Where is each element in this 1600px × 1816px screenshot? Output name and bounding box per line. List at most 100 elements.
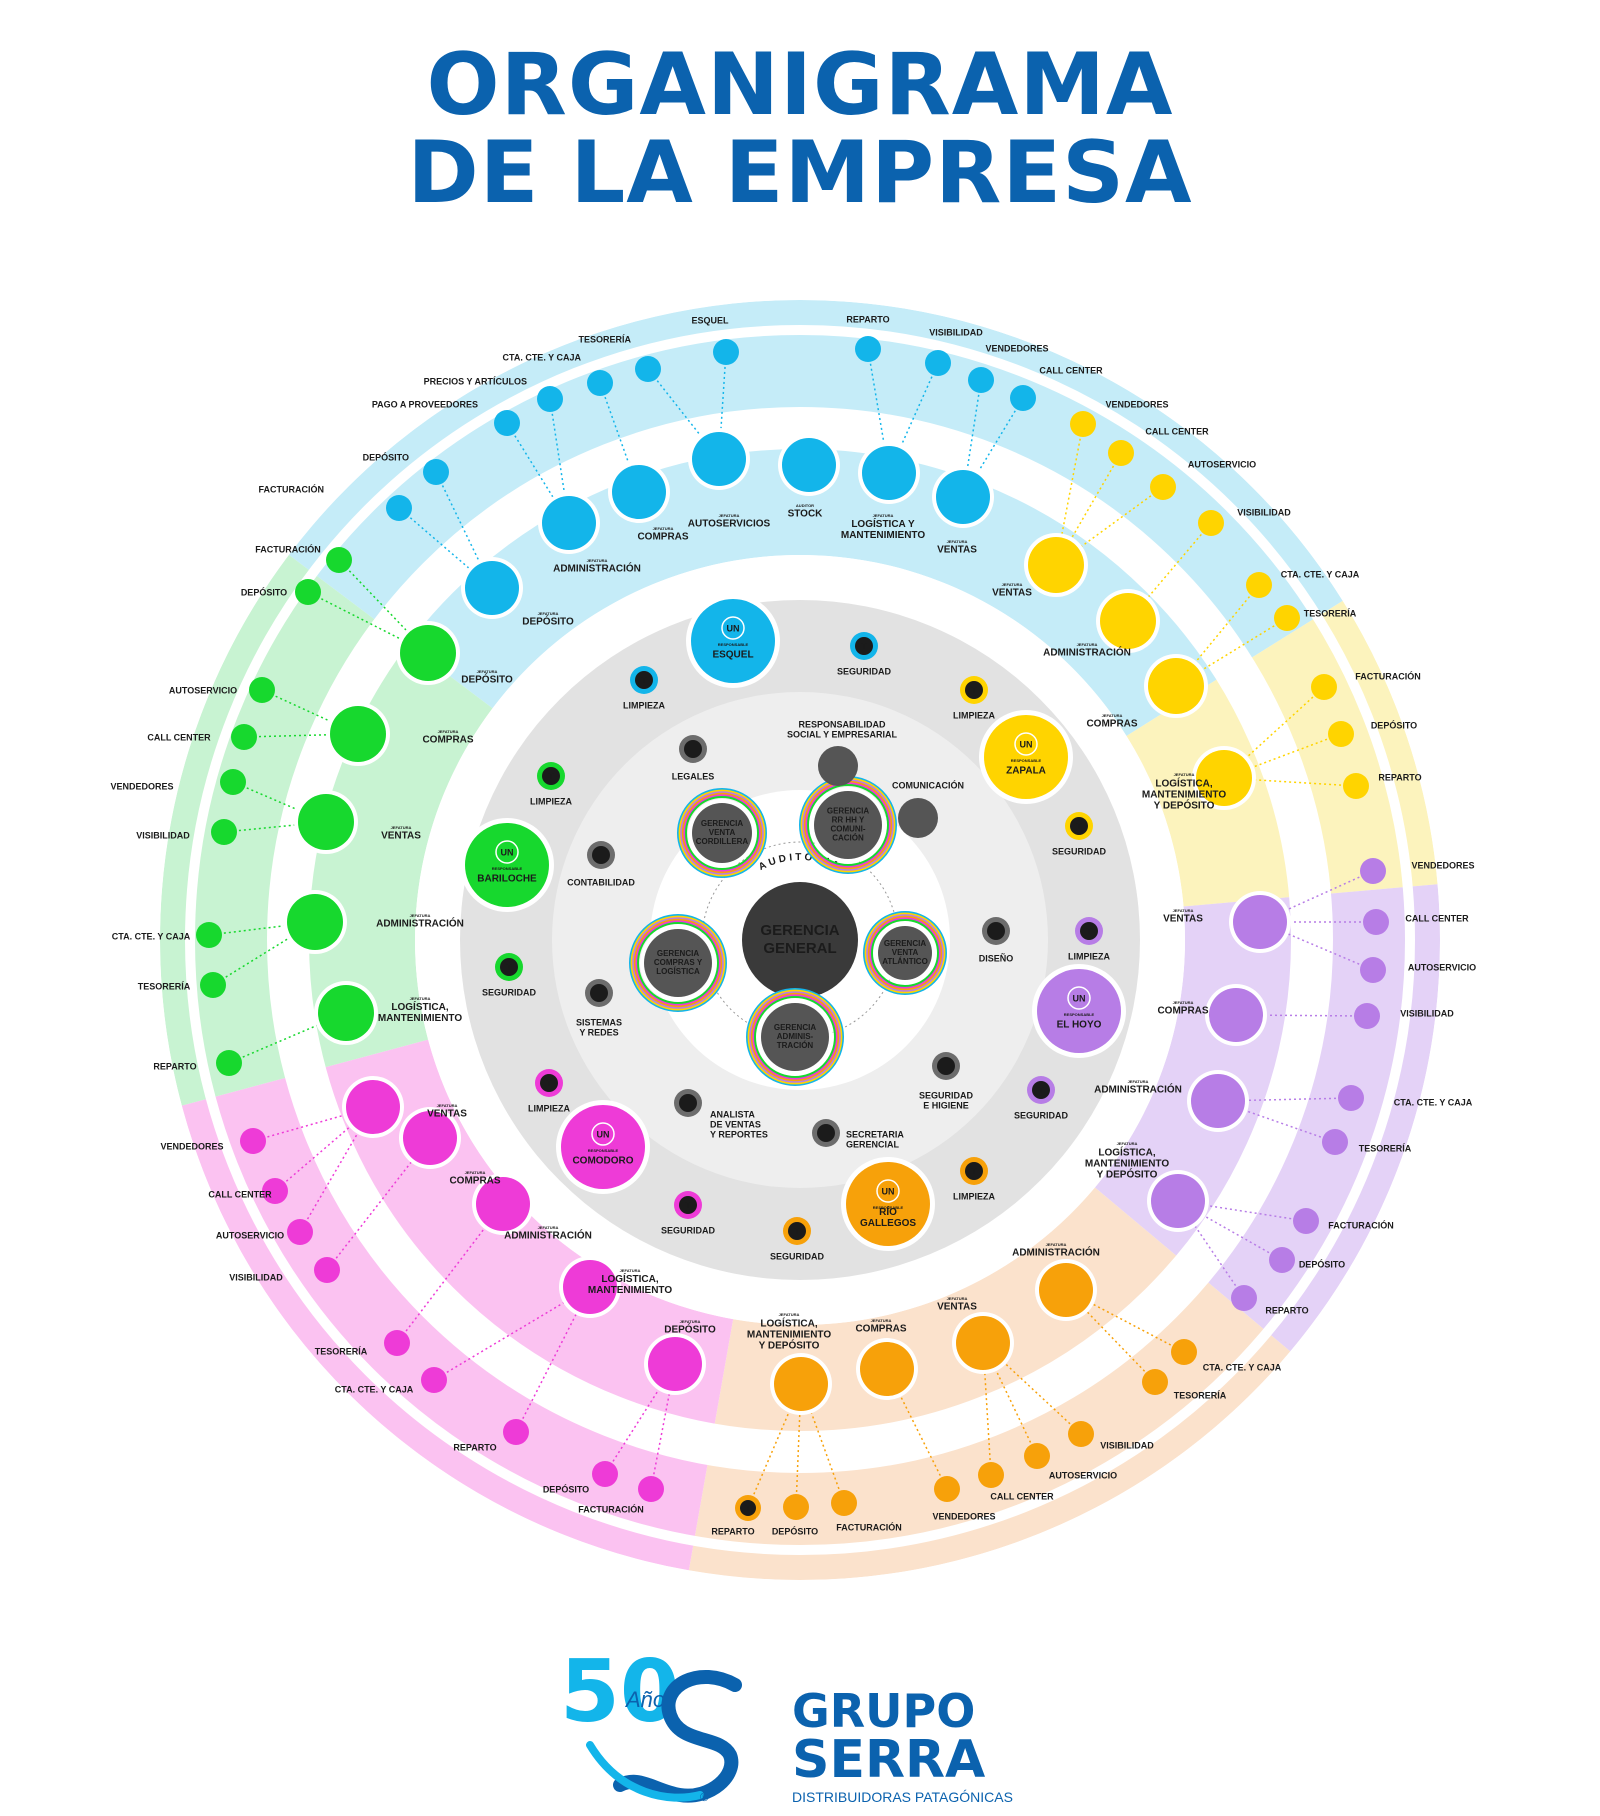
dept-orange-2-node — [956, 1316, 1010, 1370]
leaf-magenta-8-label: CALL CENTER — [208, 1189, 272, 1199]
dept-magenta-1-node — [648, 1337, 702, 1391]
unit-esquel-label: ESQUEL — [712, 650, 753, 661]
leaf-yellow-7-label: FACTURACIÓN — [1355, 670, 1421, 681]
unit-staff-elhoyo_seguridad-badge: T — [1039, 1086, 1044, 1095]
dept-magenta-1-pre: JEFATURA — [680, 1319, 701, 1324]
leaf-orange-2-label: TESORERÍA — [1174, 1390, 1227, 1400]
unit-comodoro-badge: UN — [597, 1129, 610, 1139]
leaf-blue-5-node — [587, 370, 613, 396]
manager-rrhh-ring-6 — [807, 784, 889, 866]
leaf-magenta-4-label: CTA. CTE. Y CAJA — [335, 1384, 414, 1394]
leaf-magenta-7-node — [287, 1219, 313, 1245]
dept-purple-1-pre: JEFATURA — [1173, 908, 1194, 913]
connector-blue — [867, 348, 890, 474]
logo-registered: ® — [700, 1790, 709, 1804]
leaf-green-9-label: FACTURACIÓN — [255, 543, 321, 554]
leaf-green-1-label: REPARTO — [153, 1061, 196, 1071]
staff-analista-label-line-3: Y REPORTES — [710, 1129, 768, 1139]
manager-admin-node — [761, 1003, 829, 1071]
ring-separator-inner — [267, 407, 1333, 1473]
dept-purple-4-label-line-3: Y DEPÓSITO — [1097, 1168, 1158, 1181]
connector-purple — [1259, 870, 1374, 923]
dept-blue-7-node — [936, 470, 990, 524]
dept-green-1-label-line-1: LOGÍSTICA, — [391, 1000, 448, 1013]
staff-secretaria-label-line-2: GERENCIAL — [846, 1139, 900, 1149]
connector-magenta — [274, 1106, 374, 1192]
manager-rrhh-label-line-3: COMUNI- — [830, 825, 865, 834]
dept-orange-4-label-line-1: LOGÍSTICA, — [760, 1317, 817, 1330]
leaf-magenta-4-node — [421, 1367, 447, 1393]
manager-cordillera-ring-1 — [677, 788, 767, 878]
leaf-yellow-6-node — [1274, 605, 1300, 631]
dept-magenta-2-pre: JEFATURA — [620, 1268, 641, 1273]
unit-elhoyo-label: EL HOYO — [1057, 1020, 1102, 1031]
leaf-orange-5-label: CALL CENTER — [990, 1491, 1054, 1501]
dept-blue-4-label: AUTOSERVICIOS — [688, 519, 771, 530]
unit-riogallegos-label-line-1: RÍO — [879, 1205, 897, 1218]
leaf-blue-9-label: VISIBILIDAD — [929, 327, 983, 337]
dept-orange-4-label-line-3: Y DEPÓSITO — [759, 1339, 820, 1352]
unit-esquel-role: RESPONSABLE — [718, 642, 749, 647]
manager-compras-ring-3 — [632, 917, 724, 1009]
dept-blue-1-label: DEPÓSITO — [522, 615, 574, 628]
unit-esquel-node — [691, 599, 775, 683]
leaf-yellow-4-node — [1198, 510, 1224, 536]
manager-cordillera-label-line-3: CORDILLERA — [696, 837, 749, 846]
manager-rrhh-label-line-2: RR HH Y — [832, 816, 865, 825]
dept-green-1-pre: JEFATURA — [410, 996, 431, 1001]
leaf-purple-9-label: REPARTO — [1265, 1305, 1308, 1315]
manager-compras-ring-1 — [629, 914, 727, 1012]
dept-blue-6-pre: JEFATURA — [873, 513, 894, 518]
dept-blue-1-pre: JEFATURA — [538, 611, 559, 616]
dept-blue-4-node — [692, 432, 746, 486]
dept-magenta-4-pre: JEFATURA — [465, 1170, 486, 1175]
leaf-green-7-node — [249, 677, 275, 703]
leaf-blue-6-label: TESORERÍA — [578, 334, 631, 344]
connector-yellow — [1223, 733, 1342, 779]
dept-green-1-node — [318, 985, 374, 1041]
dept-magenta-1-label: DEPÓSITO — [664, 1323, 716, 1336]
dept-yellow-3-label: COMPRAS — [1086, 719, 1137, 730]
manager-atlantico-label-line-1: GERENCIA — [884, 939, 926, 948]
unit-elhoyo-badge: UN — [1073, 993, 1086, 1003]
leaf-blue-4-node — [537, 386, 563, 412]
leaf-green-6-label: CALL CENTER — [147, 732, 211, 742]
leaf-green-9-node — [326, 547, 352, 573]
dept-green-5-node — [400, 625, 456, 681]
manager-compras-ring-4 — [633, 918, 723, 1008]
dept-purple-3-label: ADMINISTRACIÓN — [1094, 1083, 1182, 1096]
manager-compras-label-line-3: LOGÍSTICA — [656, 967, 700, 976]
manager-atlantico-ring-6 — [871, 919, 939, 987]
logo-years: 50 — [560, 1645, 680, 1742]
unit-staff-elhoyo_seguridad-label: SEGURIDAD — [1014, 1110, 1069, 1120]
manager-admin-label-line-3: TRACIÓN — [777, 1041, 814, 1050]
unit-elhoyo-node — [1037, 969, 1121, 1053]
unit-staff-rg_limpieza-badge: T — [972, 1167, 977, 1176]
dept-orange-4-pre: JEFATURA — [779, 1312, 800, 1317]
dept-magenta-2-node — [563, 1260, 617, 1314]
leaf-blue-11-node — [1010, 385, 1036, 411]
unit-staff-comodoro_limpieza-badge: T — [547, 1079, 552, 1088]
dept-yellow-4-label-line-2: MANTENIMIENTO — [1142, 790, 1226, 801]
leaf-orange-1-node — [1171, 1339, 1197, 1365]
leaf-blue-9-node — [925, 350, 951, 376]
dept-magenta-3-label: ADMINISTRACIÓN — [504, 1229, 592, 1242]
leaf-green-1-node — [216, 1050, 242, 1076]
dept-green-5-pre: JEFATURA — [477, 669, 498, 674]
manager-admin-label-line-2: ADMINIS- — [777, 1032, 814, 1041]
leaf-orange-9-label: REPARTO — [711, 1526, 754, 1536]
unit-staff-comodoro_limpieza-label: LIMPIEZA — [528, 1103, 570, 1113]
unit-staff-esquel_seguridad-badge: T — [862, 642, 867, 651]
leaf-blue-1-label: FACTURACIÓN — [259, 483, 325, 494]
brand-serra: SERRA — [792, 1730, 986, 1790]
unit-staff-bariloche_seguridad-label: SEGURIDAD — [482, 987, 537, 997]
dept-green-2-node — [287, 894, 343, 950]
unit-riogallegos-role: RESPONSABLE — [873, 1205, 904, 1210]
unit-comodoro-role: RESPONSABLE — [588, 1148, 619, 1153]
unit-zapala-role: RESPONSABLE — [1011, 758, 1042, 763]
unit-staff-esquel_seguridad-label: SEGURIDAD — [837, 666, 892, 676]
ring-separator-outer — [185, 325, 1415, 1555]
dept-blue-2-label: ADMINISTRACIÓN — [553, 562, 641, 575]
leaf-green-3-label: CTA. CTE. Y CAJA — [112, 931, 191, 941]
